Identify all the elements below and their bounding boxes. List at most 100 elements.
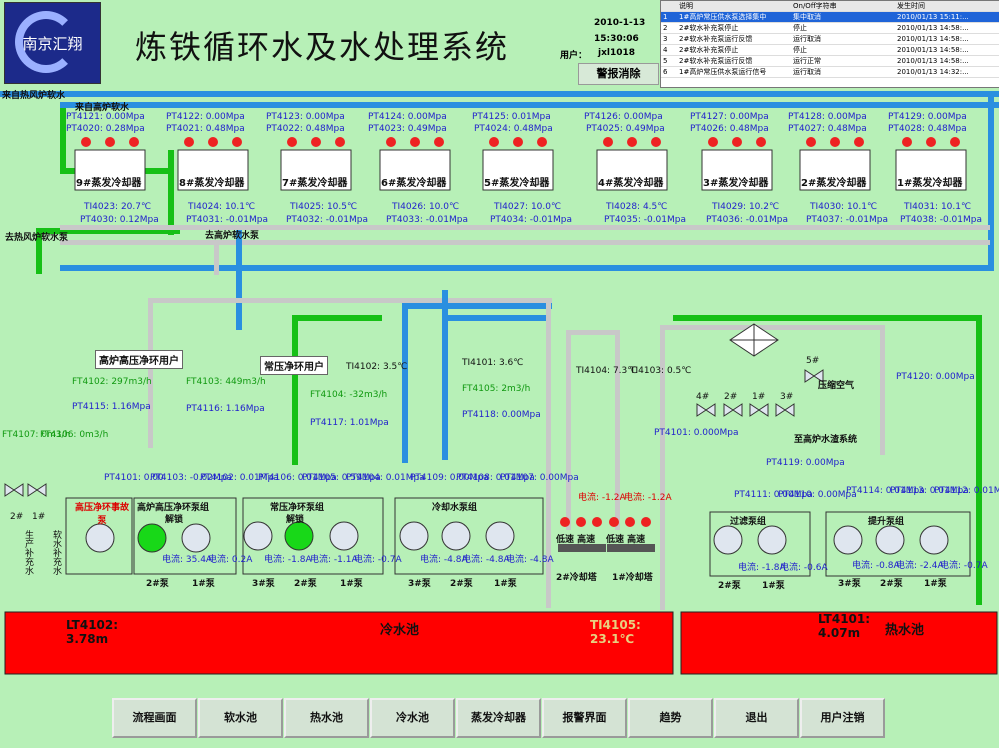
ti4104-readout: TI4104: 7.3℃: [576, 366, 638, 376]
bf-hp-pump-1-label[interactable]: 1#泵: [192, 579, 215, 589]
lp-user-box: 常压净环用户: [260, 356, 328, 375]
nav-soft-pool-button[interactable]: 软水池: [198, 698, 283, 738]
alarm-clear-button[interactable]: 警报消除: [578, 63, 659, 85]
nav-trend-button[interactable]: 趋势: [628, 698, 713, 738]
filter-pt-a: PT4111: 0.00Mpa: [734, 490, 813, 500]
lp-lock-label[interactable]: 解锁: [286, 515, 305, 525]
tower-1-speed[interactable]: 低速 高速: [606, 535, 646, 545]
logo-text: 南京汇翔: [22, 35, 83, 53]
cold-group-label[interactable]: 冷却水泵组: [432, 503, 478, 513]
lp-pump-3-label[interactable]: 3#泵: [252, 579, 275, 589]
cooler-3-ti: TI4029: 10.2℃: [712, 202, 780, 212]
ti4102-readout: TI4102: 3.5℃: [346, 362, 408, 372]
nav-alarm-button[interactable]: 报警界面: [542, 698, 627, 738]
nav-logout-button[interactable]: 用户注销: [800, 698, 885, 738]
lift-pump-3-label[interactable]: 3#泵: [838, 579, 861, 589]
col-no: [661, 1, 677, 12]
lp-current-2: 电流: -1.1A: [310, 555, 358, 565]
flow-soft-out-hot-stove: 去热风炉软水泵: [5, 233, 69, 243]
bf-hp-current-1: 电流: 0.2A: [208, 555, 253, 565]
bf-hp-pt-b: PT4102: 0.01Mpa: [200, 473, 279, 483]
cooler-5-ti: TI4027: 10.0℃: [494, 202, 562, 212]
cooler-3-label[interactable]: 3#蒸发冷却器: [703, 178, 769, 189]
cold-pump-1-label[interactable]: 1#泵: [494, 579, 517, 589]
cooler-9-label[interactable]: 9#蒸发冷却器: [76, 178, 142, 189]
ti4103-readout: TI4103: 0.5℃: [630, 366, 692, 376]
cooler-2-pt-top: PT4128: 0.00Mpa: [788, 112, 867, 122]
cooler-7-label[interactable]: 7#蒸发冷却器: [282, 178, 348, 189]
accident-pump-label[interactable]: 高压净环事故泵: [74, 503, 129, 526]
lift-pump-2-label[interactable]: 2#泵: [880, 579, 903, 589]
lp-pt-c: PT4104: 0.01Mpa: [346, 473, 425, 483]
page-title: 炼铁循环水及水处理系统: [135, 28, 510, 66]
cold-pump-2-label[interactable]: 2#泵: [450, 579, 473, 589]
cooler-7-ti: TI4025: 10.5℃: [290, 202, 358, 212]
cooler-9-pt-top: PT4121: 0.00Mpa: [66, 112, 145, 122]
lift-group-label[interactable]: 提升泵组: [868, 517, 905, 527]
cooler-2-label[interactable]: 2#蒸发冷却器: [801, 178, 867, 189]
filter-current-1: 电流: -0.6A: [780, 563, 828, 573]
bf-hp-lock-label[interactable]: 解锁: [165, 515, 184, 525]
ft4107-readout: FT4107: 0m3/h: [2, 430, 71, 440]
cooler-3-pt-mid: PT4026: 0.48Mpa: [690, 124, 769, 134]
nav-exit-button[interactable]: 退出: [714, 698, 799, 738]
lift-pump-1-label[interactable]: 1#泵: [924, 579, 947, 589]
bf-hp-pt-a: PT4103: -0.02Mpa: [150, 473, 233, 483]
hot-pool-title[interactable]: 热水池: [885, 623, 925, 638]
col-time: 发生时间: [895, 1, 999, 12]
nav-cold-pool-button[interactable]: 冷水池: [370, 698, 455, 738]
nav-hot-pool-button[interactable]: 热水池: [284, 698, 369, 738]
event-log-header: 说明 On/Off字符串 发生时间: [661, 1, 999, 12]
bf-hp-group-label[interactable]: 高炉高压净环泵组: [137, 503, 210, 513]
pt4119-readout: PT4119: 0.00Mpa: [766, 458, 845, 468]
user-label: 用户：: [560, 51, 588, 61]
filter-pump-1-label[interactable]: 1#泵: [762, 581, 785, 591]
flow-soft-out-bf: 去高炉软水泵: [205, 231, 260, 241]
cooler-4-label[interactable]: 4#蒸发冷却器: [598, 178, 664, 189]
ft4104-readout: FT4104: -32m3/h: [310, 390, 388, 400]
cold-pump-3-label[interactable]: 3#泵: [408, 579, 431, 589]
lp-group-label[interactable]: 常压净环泵组: [270, 503, 325, 513]
cooler-1-ti: TI4031: 10.1℃: [904, 202, 972, 212]
cooler-8-label[interactable]: 8#蒸发冷却器: [179, 178, 245, 189]
cold-pool-title[interactable]: 冷水池: [380, 623, 420, 638]
cooler-6-pt-mid: PT4023: 0.49Mpa: [368, 124, 447, 134]
valve-4-label: 4#: [696, 392, 710, 402]
lp-current-3: 电流: -1.8A: [264, 555, 312, 565]
cooler-2-pt-mid: PT4027: 0.48Mpa: [788, 124, 867, 134]
cooler-6-label[interactable]: 6#蒸发冷却器: [381, 178, 447, 189]
filter-group-label[interactable]: 过滤泵组: [730, 517, 767, 527]
ft4102-readout: FT4102: 297m3/h: [72, 377, 152, 387]
cooler-7-pt-mid: PT4022: 0.48Mpa: [266, 124, 345, 134]
cooler-5-pt-top: PT4125: 0.01Mpa: [472, 112, 551, 122]
nav-cooler-button[interactable]: 蒸发冷却器: [456, 698, 541, 738]
filter-pt-b: PT4110: 0.00Mpa: [778, 490, 857, 500]
cooler-1-label[interactable]: 1#蒸发冷却器: [897, 178, 963, 189]
supply-water-2-label: 软水补充水: [51, 530, 61, 575]
ft4103-readout: FT4103: 449m3/h: [186, 377, 266, 387]
tower-2-label[interactable]: 2#冷却塔: [556, 573, 597, 583]
valve-5-label: 5#: [806, 356, 820, 366]
flow-soft-in-bf: 来自高炉软水: [75, 103, 130, 113]
tower-2-speed[interactable]: 低速 高速: [556, 535, 596, 545]
bf-hp-current-2: 电流: 35.4A: [162, 555, 213, 565]
cooler-6-pt-out: PT4033: -0.01Mpa: [386, 215, 469, 225]
cooler-5-label[interactable]: 5#蒸发冷却器: [484, 178, 550, 189]
bf-hp-pump-2-label[interactable]: 2#泵: [146, 579, 169, 589]
cold-pool-level: LT4102: 3.78m: [66, 618, 119, 646]
tower-1-label[interactable]: 1#冷却塔: [612, 573, 653, 583]
lp-pump-2-label[interactable]: 2#泵: [294, 579, 317, 589]
filter-pump-2-label[interactable]: 2#泵: [718, 581, 741, 591]
cold-current-3: 电流: -4.8A: [420, 555, 468, 565]
nav-flow-button[interactable]: 流程画面: [112, 698, 197, 738]
lp-pt-a: PT4106: 0.01Mpa: [258, 473, 337, 483]
lp-pump-1-label[interactable]: 1#泵: [340, 579, 363, 589]
cooler-4-pt-mid: PT4025: 0.49Mpa: [586, 124, 665, 134]
